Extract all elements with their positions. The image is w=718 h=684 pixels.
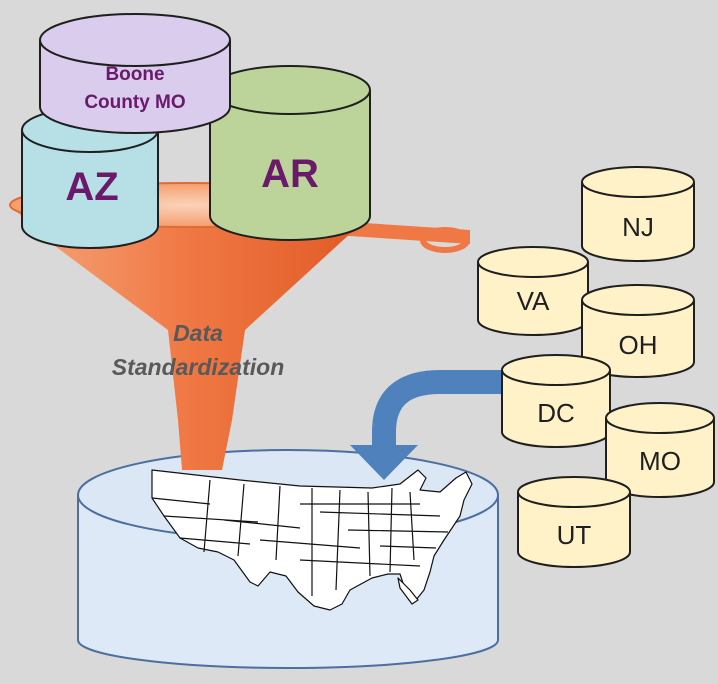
side-source-cylinder: NJ: [581, 166, 695, 262]
side-source-cylinder: MO: [605, 402, 715, 498]
side-source-cylinder: OH: [581, 284, 695, 378]
us-map-icon: [151, 469, 473, 611]
cylinder-label-ar: AR: [261, 152, 319, 196]
cylinder-label-az: AZ: [65, 165, 118, 209]
side-source-cylinder: VA: [477, 246, 589, 336]
merge-arrow: [350, 370, 508, 480]
funnel-source-cylinder: Boone County MO: [39, 13, 231, 134]
side-source-cylinder: DC: [501, 354, 611, 448]
cylinder-label-mo: MO: [639, 446, 681, 476]
cylinder-label-boone: Boone: [105, 64, 164, 85]
cylinder-label-county: County MO: [84, 92, 185, 113]
cylinder-label-nj: NJ: [622, 212, 654, 242]
cylinder-label-dc: DC: [537, 398, 575, 428]
cylinder-label-ut: UT: [557, 520, 592, 550]
funnel-source-cylinder: AR: [209, 65, 371, 241]
funnel-caption-line2: Standardization: [112, 354, 285, 380]
side-source-cylinder: UT: [517, 476, 631, 568]
cylinder-label-oh: OH: [619, 330, 658, 360]
funnel-caption-line1: Data: [173, 320, 223, 346]
cylinder-label-va: VA: [517, 286, 550, 316]
